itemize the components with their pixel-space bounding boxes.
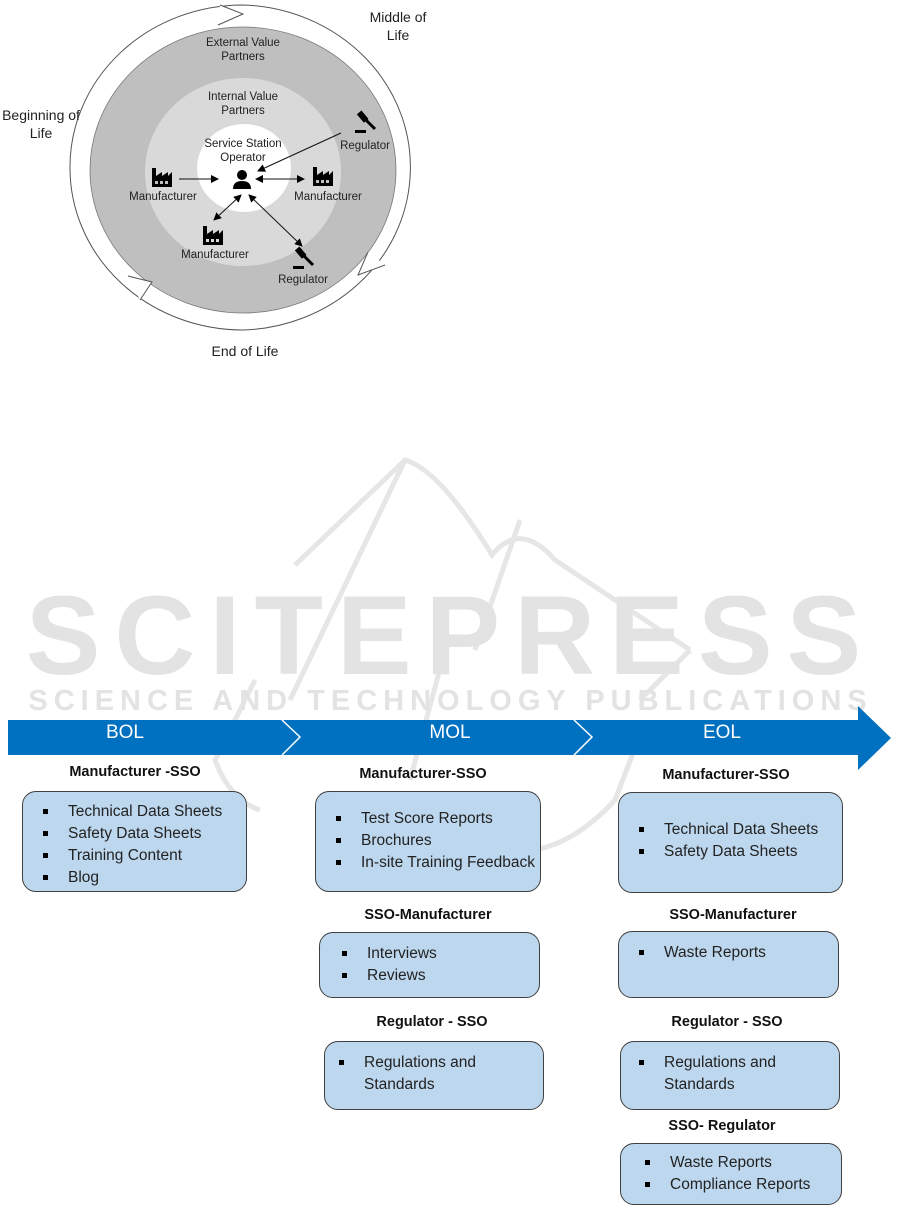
section-title: Manufacturer -SSO [69, 764, 201, 780]
phase-beginning-of-life: Beginning of Life [2, 107, 80, 141]
arrow-sso-bottom-manufacturer [213, 194, 242, 221]
node-manufacturer-right: Manufacturer [294, 191, 362, 203]
info-box: Regulations and Standards [324, 1041, 544, 1110]
phase-end-of-life: End of Life [211, 343, 279, 359]
list-item: Test Score Reports [334, 808, 540, 830]
arrow-sso-bottom-regulator [248, 194, 303, 247]
lifecycle-timeline-band [8, 706, 891, 770]
section-title: Manufacturer-SSO [662, 767, 790, 783]
node-manufacturer-bottom: Manufacturer [181, 249, 249, 261]
list-item: Compliance Reports [643, 1174, 841, 1196]
ring-break-left [127, 275, 153, 301]
node-regulator-top: Regulator [340, 140, 390, 152]
stage-divider [573, 719, 594, 756]
person-icon [233, 170, 251, 189]
info-box: Test Score Reports Brochures In-site Tra… [315, 791, 541, 892]
list-item: Brochures [334, 830, 540, 852]
gavel-icon [355, 110, 377, 133]
section-title: Regulator - SSO [376, 1014, 488, 1030]
info-box: Technical Data Sheets Safety Data Sheets [618, 792, 843, 893]
ring-break-right [357, 251, 386, 276]
section-title: Manufacturer-SSO [359, 766, 487, 782]
factory-icon [203, 226, 223, 245]
phase-middle-of-life: Middle of Life [369, 9, 427, 43]
timeline-arrow [8, 706, 891, 770]
stage-label-eol: EOL [702, 722, 742, 743]
watermark-title: SCITEPRESS [25, 573, 876, 698]
node-regulator-bottom: Regulator [278, 274, 328, 286]
info-box: Technical Data Sheets Safety Data Sheets… [22, 791, 247, 892]
ring-label-internal: Internal Value Partners [207, 91, 279, 117]
list-item: In-site Training Feedback [334, 852, 540, 874]
section-title: SSO-Manufacturer [669, 907, 797, 923]
value-partner-diagram [69, 4, 411, 331]
ring-break-top [217, 4, 245, 26]
list-item: Regulations and Standards [337, 1052, 504, 1096]
info-box: Waste Reports Compliance Reports [620, 1143, 842, 1205]
node-manufacturer-left: Manufacturer [129, 191, 197, 203]
info-box: Waste Reports [618, 931, 839, 998]
stage-label-bol: BOL [105, 722, 145, 743]
core-label-sso: Service Station Operator [204, 138, 282, 164]
list-item: Training Content [41, 845, 246, 867]
list-item: Reviews [340, 965, 539, 987]
section-title: SSO- Regulator [668, 1118, 776, 1134]
factory-icon [313, 167, 333, 186]
list-item: Safety Data Sheets [41, 823, 246, 845]
section-title: SSO-Manufacturer [364, 907, 492, 923]
list-item: Regulations and Standards [637, 1052, 804, 1096]
ring-label-external: External Value Partners [206, 37, 280, 63]
gavel-icon [293, 246, 315, 269]
list-item: Interviews [340, 943, 539, 965]
arrow-regulator-to-sso [257, 132, 342, 172]
stage-divider [281, 719, 302, 756]
info-box: Regulations and Standards [620, 1041, 840, 1110]
info-box: Interviews Reviews [319, 932, 540, 998]
stage-label-mol: MOL [429, 722, 471, 743]
section-title: Regulator - SSO [671, 1014, 783, 1030]
list-item: Waste Reports [643, 1152, 841, 1174]
service-station-operator-core [197, 124, 291, 212]
list-item: Blog [41, 867, 246, 889]
list-item: Technical Data Sheets [637, 819, 842, 841]
list-item: Technical Data Sheets [41, 801, 246, 823]
list-item: Safety Data Sheets [637, 841, 842, 863]
factory-icon [152, 168, 172, 187]
list-item: Waste Reports [637, 942, 838, 964]
watermark-subtitle: SCIENCE AND TECHNOLOGY PUBLICATIONS [28, 685, 873, 717]
